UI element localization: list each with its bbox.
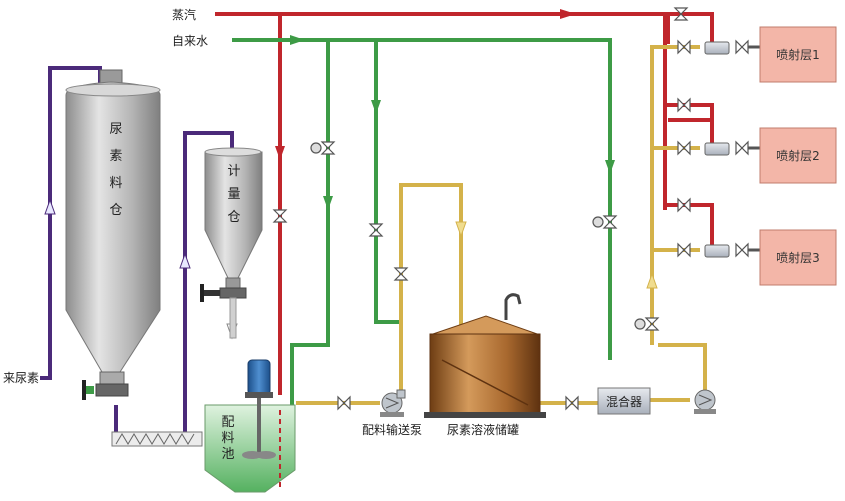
mixing-tank-char-3: 池	[221, 447, 234, 462]
valve-icon	[735, 39, 749, 55]
valve-icon	[592, 215, 618, 229]
valves	[272, 7, 749, 411]
spray-layer-2: 喷射层2	[759, 127, 837, 184]
spray-layer-3-label: 喷射层3	[776, 250, 820, 265]
valve-icon	[677, 140, 691, 156]
incoming-urea-label: 来尿素	[3, 371, 39, 385]
spray-layer-2-label: 喷射层2	[776, 148, 820, 163]
nozzle-icon	[704, 142, 730, 156]
urea-silo-char-4: 仓	[109, 203, 122, 218]
metering-bin-char-2: 量	[227, 187, 240, 202]
mixer-label: 混合器	[606, 394, 642, 409]
valve-icon	[673, 7, 689, 21]
tap-water-label: 自来水	[172, 34, 208, 48]
valve-icon	[677, 97, 691, 113]
spray-layer-3: 喷射层3	[759, 229, 837, 286]
spray-layer-1-label: 喷射层1	[776, 47, 820, 62]
valve-icon	[272, 209, 288, 223]
nozzles	[704, 41, 730, 258]
urea-silo-char-3: 料	[109, 176, 122, 191]
valve-icon	[634, 317, 660, 331]
storage-tank-label: 尿素溶液储罐	[447, 422, 519, 437]
water-lines	[232, 38, 612, 405]
metering-bin: 计 量 仓	[200, 147, 263, 339]
metering-bin-char-3: 仓	[227, 210, 240, 225]
valve-icon	[337, 395, 351, 411]
valve-icon	[565, 395, 579, 411]
steam-label: 蒸汽	[172, 7, 196, 22]
urea-silo-char-1: 尿	[109, 122, 122, 137]
mixing-tank-char-1: 配	[221, 415, 234, 430]
valve-icon	[677, 39, 691, 55]
valve-icon	[735, 140, 749, 156]
metering-bin-char-1: 计	[227, 164, 240, 179]
valve-icon	[393, 267, 409, 281]
valve-icon	[310, 141, 336, 155]
nozzle-icon	[704, 244, 730, 258]
urea-silo: 尿 素 料 仓	[65, 69, 161, 400]
screw-conveyor	[111, 431, 203, 447]
urea-silo-char-2: 素	[109, 149, 122, 164]
nozzle-icon	[704, 41, 730, 55]
spray-layer-1: 喷射层1	[759, 26, 837, 83]
mixer: 混合器	[597, 387, 651, 415]
feed-pump-label: 配料输送泵	[362, 422, 422, 437]
valve-icon	[735, 242, 749, 258]
valve-icon	[368, 223, 384, 237]
mixing-tank-char-2: 料	[221, 431, 234, 446]
valve-icon	[677, 242, 691, 258]
flow-arrows	[44, 9, 658, 340]
valve-icon	[677, 197, 691, 213]
spray-pump	[694, 389, 716, 414]
mixing-tank: 配 料 池	[204, 359, 296, 493]
storage-tank	[424, 293, 546, 418]
feed-pump	[380, 389, 406, 417]
